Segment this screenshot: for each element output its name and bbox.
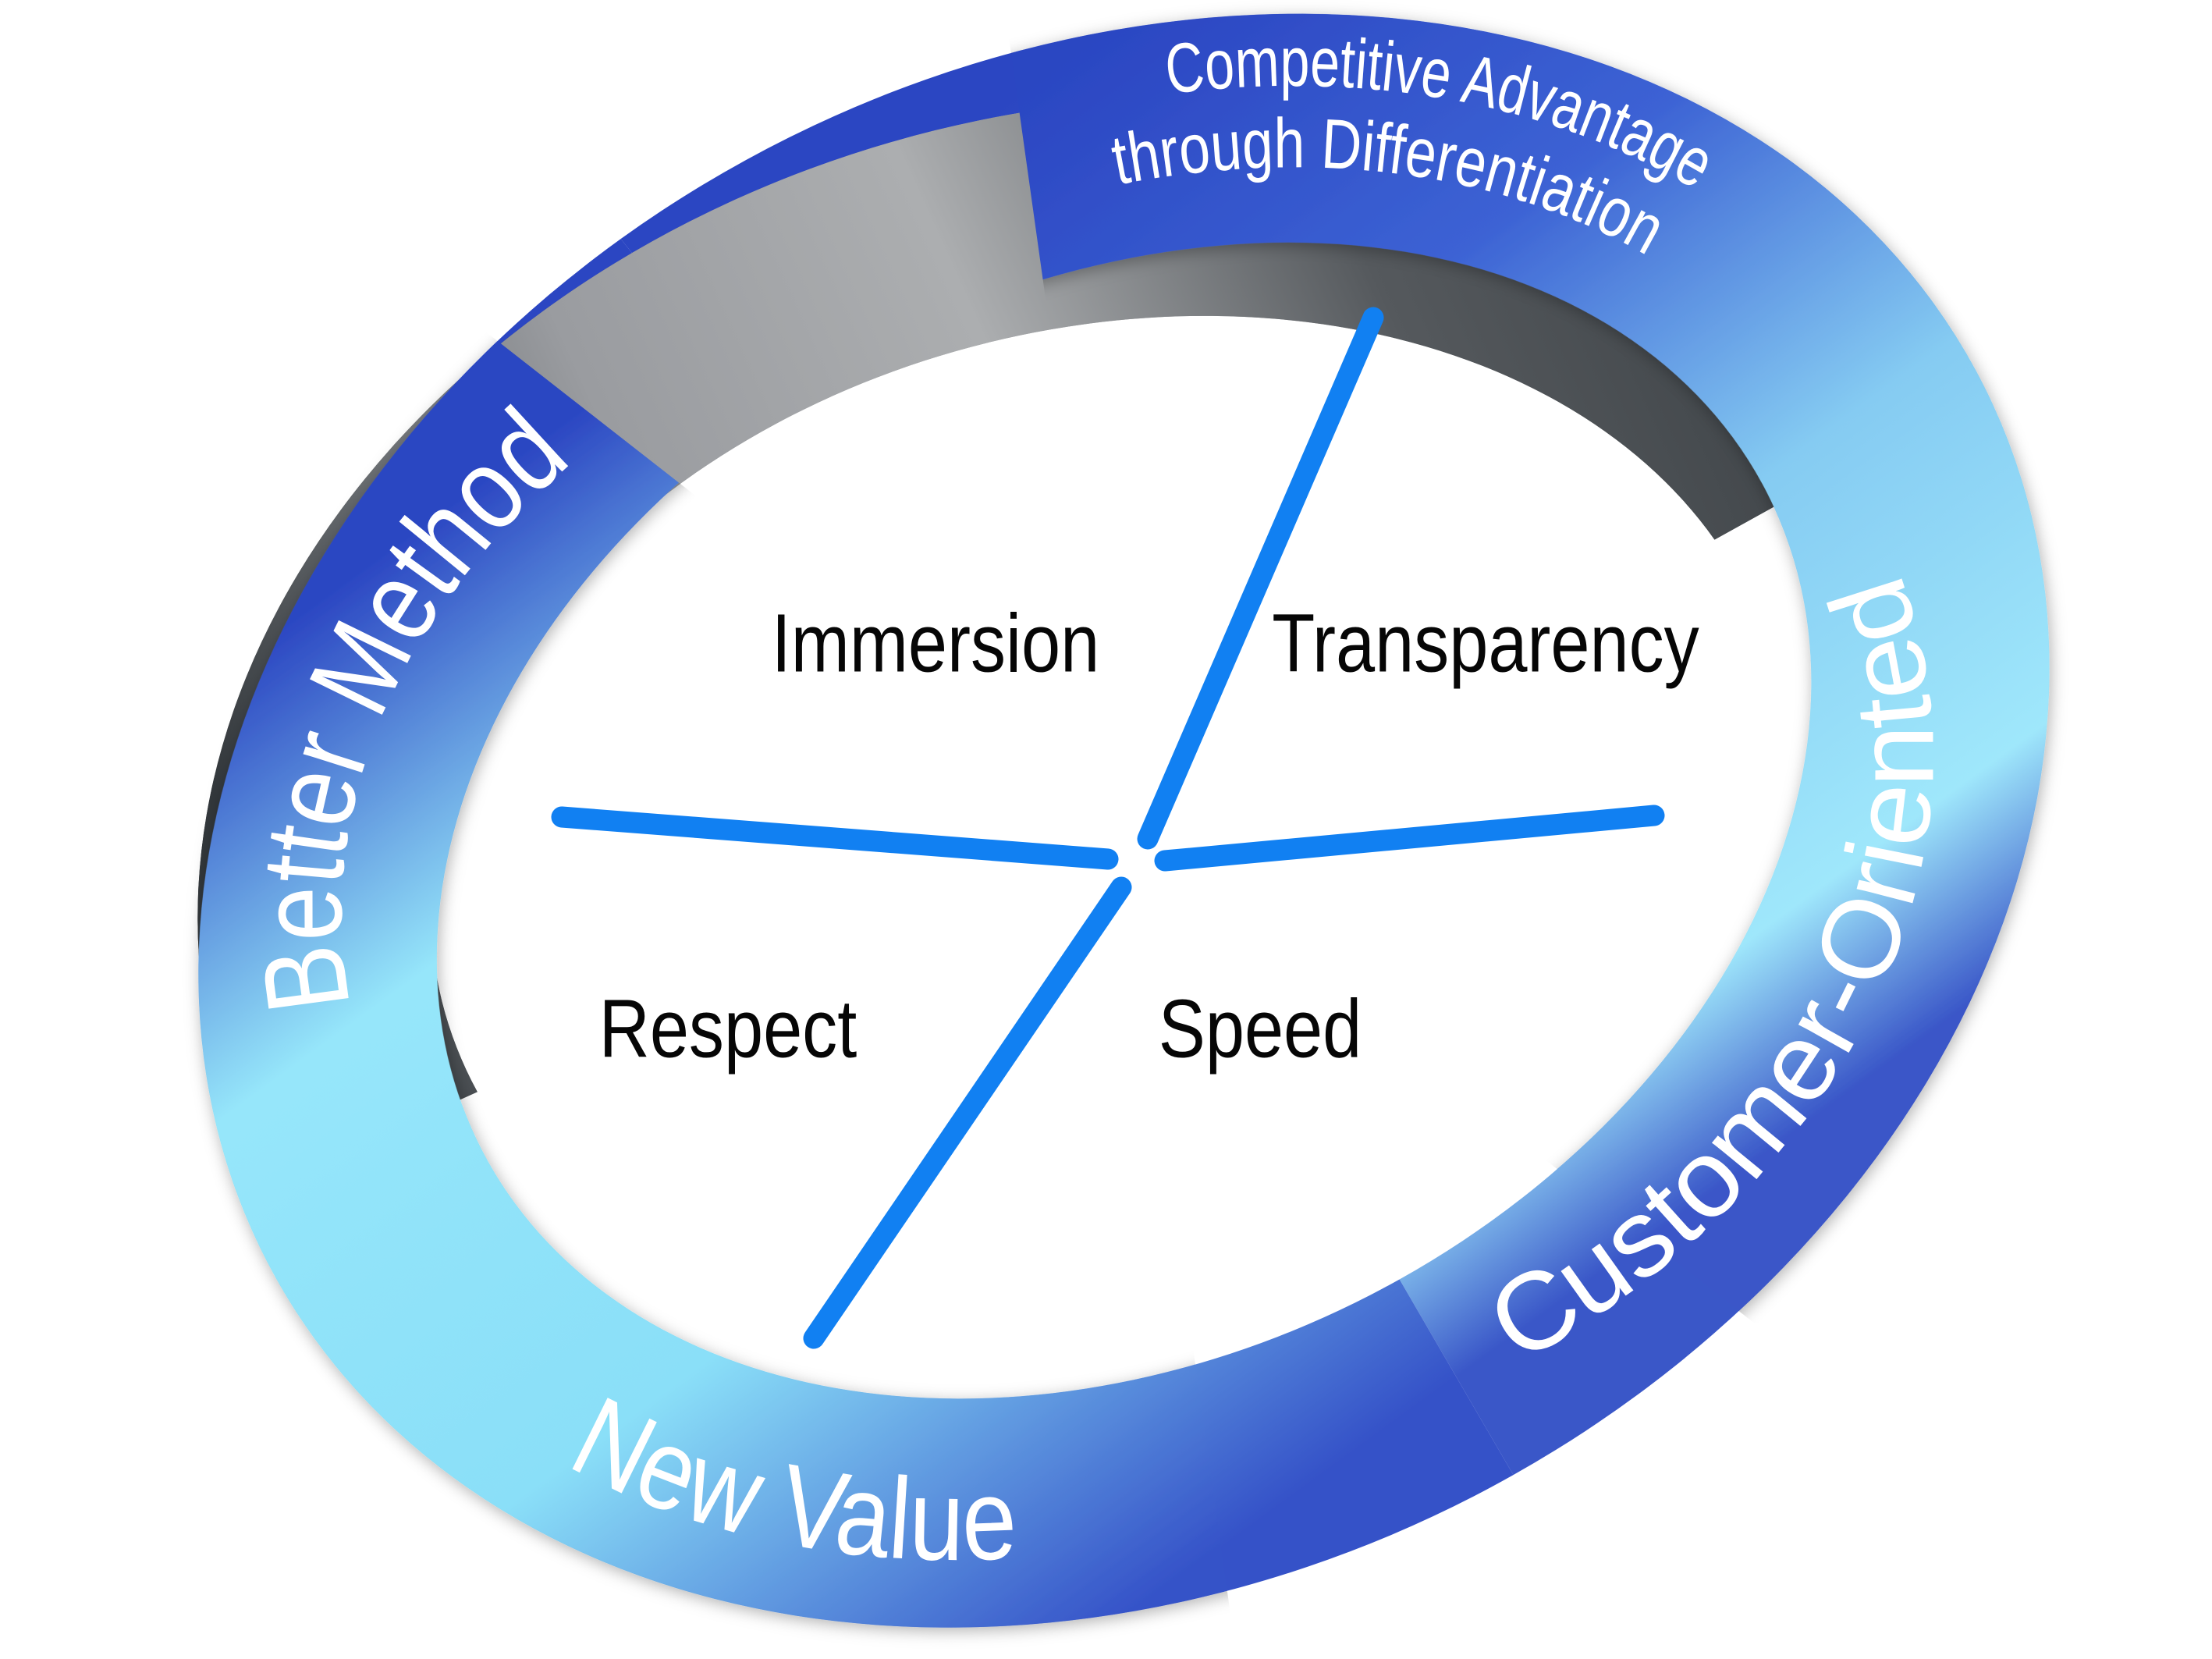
quadrant-label-immersion: Immersion <box>772 597 1099 690</box>
divider-line-left <box>551 806 1119 870</box>
quadrant-label-transparency: Transparency <box>1272 597 1699 690</box>
quadrant-labels: Immersion Transparency Respect Speed <box>599 597 1699 1075</box>
quadrant-label-respect: Respect <box>599 982 857 1075</box>
gray-ribbon <box>197 96 1919 1188</box>
divider-line-bottom <box>803 876 1132 1349</box>
gray-ribbon-right-half <box>197 96 1919 1188</box>
quadrant-dividers <box>551 307 1665 1349</box>
quadrant-label-speed: Speed <box>1159 982 1362 1075</box>
divider-line-right <box>1154 805 1665 872</box>
divider-line-top <box>1137 307 1384 850</box>
